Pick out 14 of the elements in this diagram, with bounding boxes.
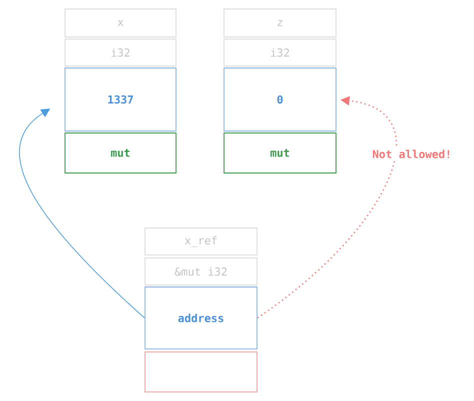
cell-label: x [64, 8, 176, 38]
mutability-cell: mut [64, 132, 176, 174]
arrow [19, 108, 145, 318]
value-cell: address [144, 286, 258, 350]
value-cell: 0 [224, 68, 336, 132]
type-cell: i32 [224, 38, 336, 66]
cell-label: z [224, 8, 336, 38]
edge-label: Not allowed! [370, 148, 454, 160]
type-cell: &mut i32 [144, 258, 258, 286]
cell-label: x_ref [144, 228, 258, 256]
mutability-cell: mut [224, 132, 336, 174]
memory-cell [144, 352, 258, 392]
type-cell: i32 [64, 38, 176, 66]
value-cell: 1337 [64, 68, 176, 132]
